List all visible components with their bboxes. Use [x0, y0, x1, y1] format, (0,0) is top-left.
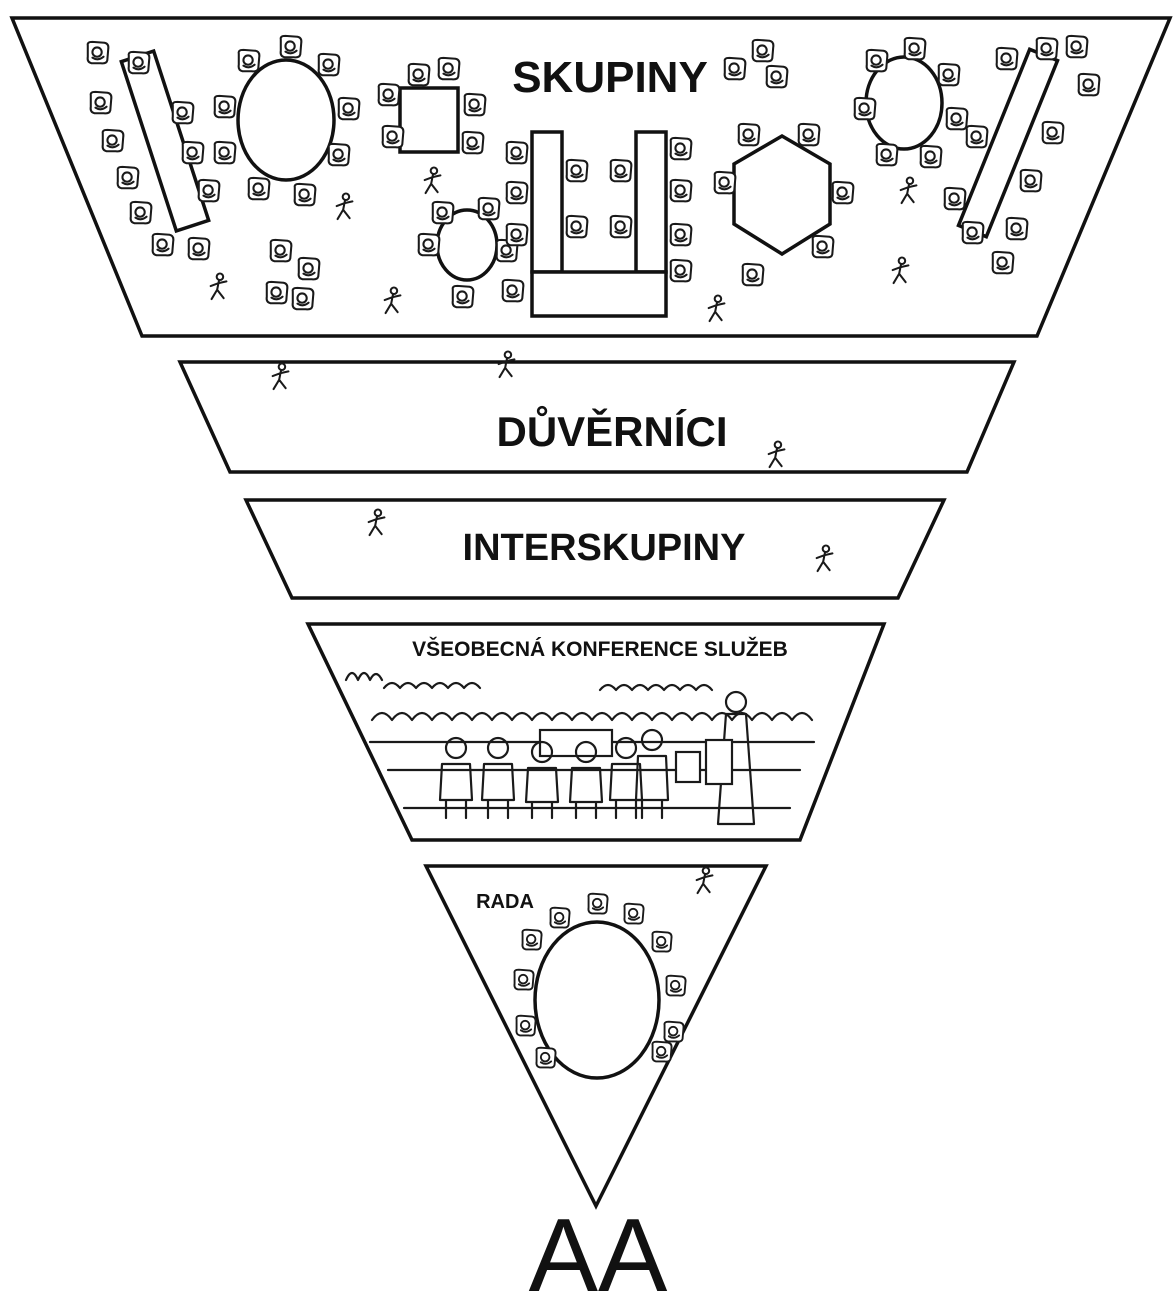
label-skupiny: SKUPINY [512, 53, 708, 102]
level-konference: VŠEOBECNÁ KONFERENCE SLUŽEB [308, 624, 884, 840]
label-interskupiny: INTERSKUPINY [463, 527, 746, 569]
label-duvernici: DŮVĚRNÍCI [496, 404, 727, 455]
level-duvernici: DŮVĚRNÍCI [180, 352, 1014, 472]
level-skupiny: SKUPINY [12, 18, 1170, 336]
u-table-bottom [532, 272, 666, 316]
level-interskupiny: INTERSKUPINY [246, 500, 944, 598]
u-table-left [532, 132, 562, 272]
u-table-right [636, 132, 666, 272]
round-table [238, 60, 334, 180]
label-konference: VŠEOBECNÁ KONFERENCE SLUŽEB [412, 637, 788, 661]
square-table [400, 88, 458, 152]
level-rada: RADA [426, 866, 766, 1206]
aa-logo-text: AA [529, 1198, 668, 1291]
label-rada: RADA [476, 891, 534, 913]
